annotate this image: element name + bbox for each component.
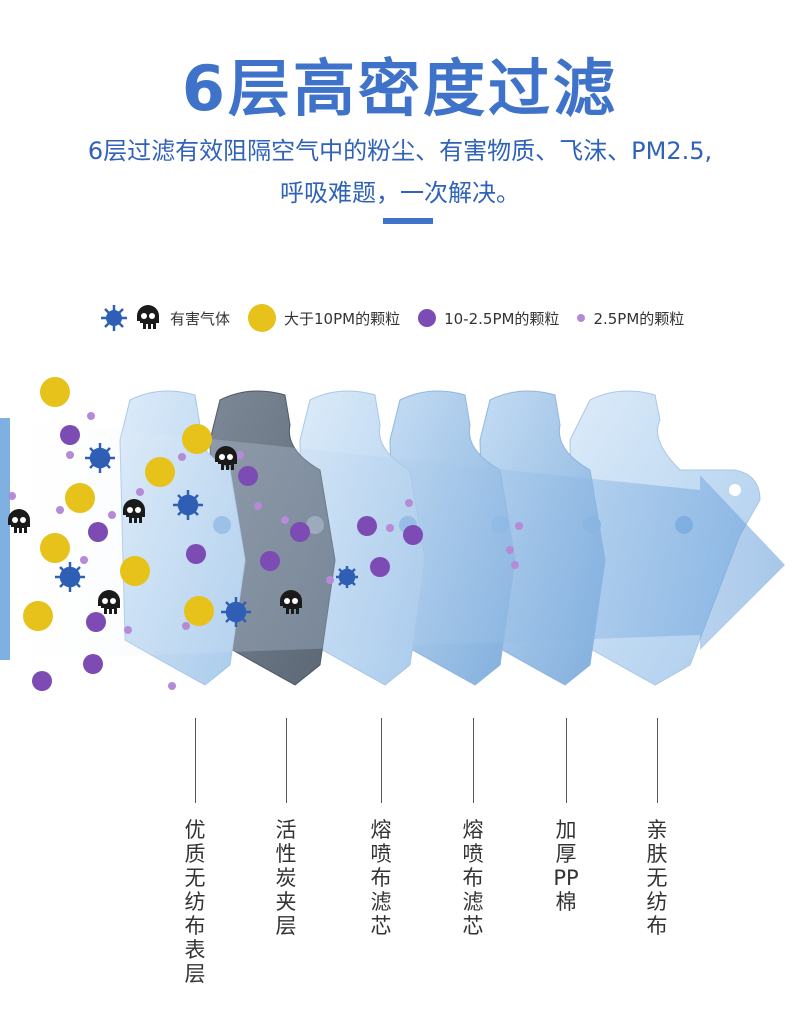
purple-dot-icon xyxy=(418,309,437,327)
legend-label: 2.5PM的颗粒 xyxy=(593,309,685,328)
legend-item-large-particle: 大于10PM的颗粒 xyxy=(248,304,400,332)
large-particles xyxy=(23,377,214,631)
leader-line-4 xyxy=(473,718,474,803)
layer-label-3: 熔喷布滤芯 xyxy=(370,818,392,938)
virus-particles xyxy=(55,443,358,627)
legend-label: 有害气体 xyxy=(170,309,231,328)
small-purple-dot-icon xyxy=(577,314,586,322)
title-underline xyxy=(383,218,433,224)
layer-label-6: 亲肤无纺布 xyxy=(646,818,668,938)
skull-icon xyxy=(137,305,159,329)
leader-line-6 xyxy=(657,718,658,803)
layer-label-5: 加厚PP棉 xyxy=(553,818,579,914)
skull-particles xyxy=(8,446,302,614)
leader-line-5 xyxy=(566,718,567,803)
legend-item-medium-particle: 10-2.5PM的颗粒 xyxy=(418,308,559,329)
layer-label-2: 活性炭夹层 xyxy=(275,818,297,938)
leader-line-1 xyxy=(195,718,196,803)
virus-icon xyxy=(101,305,127,331)
legend-label: 10-2.5PM的颗粒 xyxy=(444,309,560,328)
subtitle-line-1: 6层过滤有效阻隔空气中的粉尘、有害物质、飞沫、PM2.5, xyxy=(87,137,713,165)
subtitle-line-2: 呼吸难题，一次解决。 xyxy=(280,179,520,207)
layer-label-4: 熔喷布滤芯 xyxy=(462,818,484,938)
legend-item-small-particle: 2.5PM的颗粒 xyxy=(577,308,684,329)
leader-line-2 xyxy=(286,718,287,803)
legend: 有害气体 大于10PM的颗粒 10-2.5PM的颗粒 2.5PM的颗粒 xyxy=(100,298,702,338)
layer-label-1: 优质无纺布表层 xyxy=(184,818,206,986)
filter-layers-illustration xyxy=(0,377,785,691)
legend-label: 大于10PM的颗粒 xyxy=(284,309,401,328)
page-title: 6层高密度过滤 xyxy=(181,52,619,125)
yellow-dot-icon xyxy=(248,304,277,332)
small-particles xyxy=(8,412,523,690)
left-beam-edge xyxy=(0,418,10,660)
medium-particles xyxy=(32,425,423,691)
subtitle: 6层过滤有效阻隔空气中的粉尘、有害物质、飞沫、PM2.5, 呼吸难题，一次解决。 xyxy=(0,130,800,214)
legend-item-harmful-gas: 有害气体 xyxy=(100,303,230,333)
leader-line-3 xyxy=(381,718,382,803)
